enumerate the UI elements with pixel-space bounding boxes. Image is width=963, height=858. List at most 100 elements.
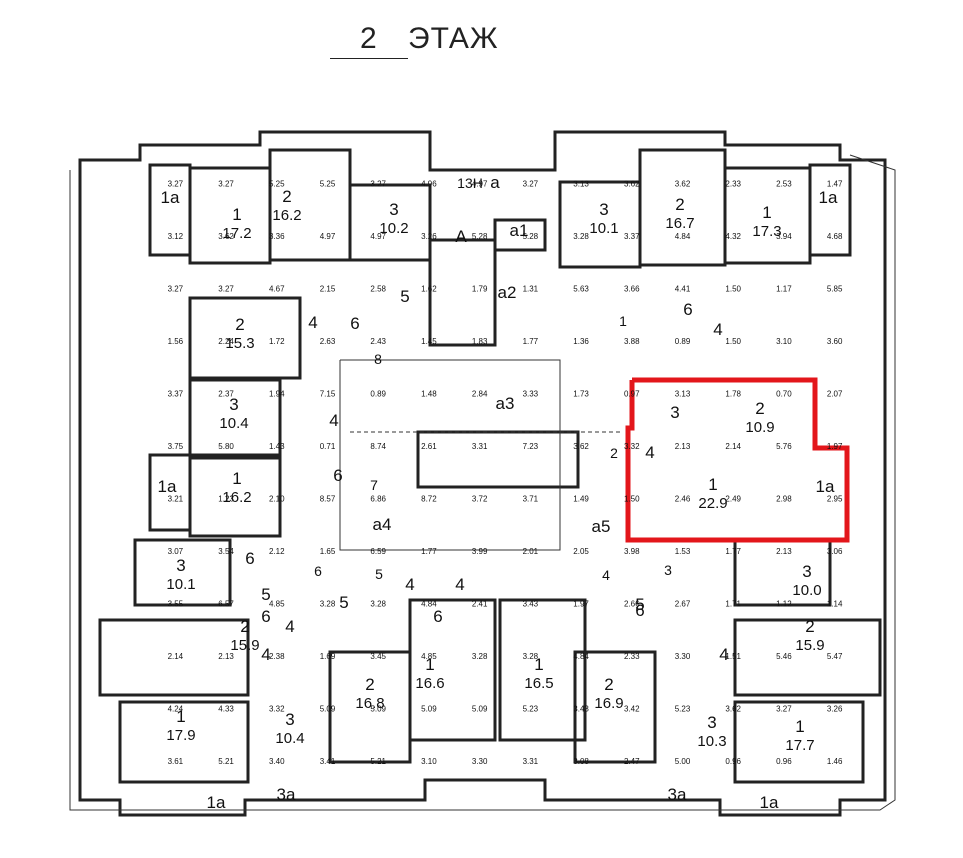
dimension-label: 4.41 [675, 284, 691, 293]
room-number: 6 [683, 300, 692, 319]
dimension-label: 3.45 [370, 652, 386, 661]
dimension-label: 2.61 [421, 442, 437, 451]
dimension-label: 2.47 [624, 757, 640, 766]
dimension-label: 1.56 [168, 337, 184, 346]
dimension-label: 5.76 [776, 442, 792, 451]
dimension-label: 1.77 [523, 337, 539, 346]
dimension-label: 1.79 [472, 284, 488, 293]
room-number: 2 [675, 195, 684, 214]
room-number: 3 [599, 200, 608, 219]
section-label: 7 [370, 477, 378, 493]
dimension-label: 1.50 [725, 284, 741, 293]
dimension-label: 5.21 [370, 757, 386, 766]
dimension-label: 4.97 [370, 232, 386, 241]
room-area: 17.7 [785, 737, 814, 754]
dimension-label: 7.15 [320, 389, 336, 398]
dimension-label: 2.38 [269, 652, 285, 661]
room-number: 4 [455, 575, 464, 594]
room-number: a1 [510, 221, 529, 240]
dimension-label: 2.66 [624, 599, 640, 608]
section-label: 3 [664, 562, 672, 578]
dimension-label: 3.27 [776, 704, 792, 713]
floor-word: ЭТАЖ [408, 22, 499, 55]
room-number: 3 [670, 403, 679, 422]
dimension-label: 3.28 [573, 232, 589, 241]
dimension-label: 5.09 [320, 704, 336, 713]
dimension-label: 3.75 [168, 442, 184, 451]
dimension-label: 3.27 [523, 179, 539, 188]
dimension-label: 3.27 [168, 284, 184, 293]
dimension-label: 4.96 [421, 179, 437, 188]
dimension-label: 1.73 [573, 389, 589, 398]
dimension-label: 1.50 [725, 337, 741, 346]
dimension-label: 3.27 [168, 179, 184, 188]
dimension-label: 4.24 [168, 704, 184, 713]
room-number: 5 [339, 593, 348, 612]
room-number: 3a [277, 785, 296, 804]
dimension-label: 3.41 [320, 757, 336, 766]
dimension-label: 2.13 [218, 652, 234, 661]
dimension-label: 3.62 [218, 232, 234, 241]
room-number: 5 [400, 287, 409, 306]
section-label: 2 [610, 445, 618, 461]
dimension-label: 6.86 [370, 494, 386, 503]
dimension-label: 5.25 [320, 179, 336, 188]
section-label: 1 [619, 313, 627, 329]
dimension-label: 6.57 [218, 599, 234, 608]
dimension-label: 6.59 [370, 547, 386, 556]
highlighted-apartment-outline [625, 377, 850, 543]
dimension-label: 3.31 [523, 757, 539, 766]
dimension-label: 2.49 [725, 494, 741, 503]
dimension-label: 3.21 [168, 494, 184, 503]
dimension-label: 3.31 [472, 442, 488, 451]
room-number: 1 [762, 203, 771, 222]
room-number: 1a [816, 477, 835, 496]
room-number: 2 [240, 617, 249, 636]
dimension-label: 3.62 [624, 179, 640, 188]
room-number: 3 [176, 556, 185, 575]
dimension-label: 0.96 [725, 757, 741, 766]
dimension-label: 3.10 [776, 337, 792, 346]
dimension-label: 3.28 [370, 599, 386, 608]
dimension-label: 3.71 [523, 494, 539, 503]
dimension-label: 1.14 [827, 599, 843, 608]
dimension-label: 7.23 [523, 442, 539, 451]
dimension-label: 4.84 [675, 232, 691, 241]
dimension-label: 4.67 [269, 284, 285, 293]
dimension-label: 3.61 [168, 757, 184, 766]
dimension-label: 0.97 [624, 389, 640, 398]
room-number: a4 [373, 515, 392, 534]
dimension-label: 4.68 [827, 232, 843, 241]
dimension-label: 1.97 [573, 599, 589, 608]
dimension-label: 3.30 [675, 652, 691, 661]
dimension-label: 3.06 [827, 547, 843, 556]
room-area: 10.4 [275, 730, 304, 747]
dimension-label: 1.23 [218, 494, 234, 503]
dimension-label: 0.96 [776, 757, 792, 766]
dimension-label: 3.28 [320, 599, 336, 608]
dimension-label: 1.78 [725, 389, 741, 398]
dimension-label: 2.13 [675, 442, 691, 451]
walls [69, 130, 896, 817]
room-number: 2 [365, 675, 374, 694]
room-number: 3 [707, 713, 716, 732]
dimension-label: 1.17 [776, 284, 792, 293]
room-number: 2 [805, 617, 814, 636]
dimension-label: 5.09 [472, 704, 488, 713]
room-area: 17.2 [222, 225, 251, 242]
dimension-label: 2.14 [168, 652, 184, 661]
room-number: 5 [635, 595, 644, 614]
room-number: 1 [176, 707, 185, 726]
dimension-label: 2.98 [776, 494, 792, 503]
room-number: 4 [308, 313, 317, 332]
dimension-label: 2.15 [320, 284, 336, 293]
dimension-label: 0.89 [675, 337, 691, 346]
room-number: 6 [261, 607, 270, 626]
dimension-label: 2.41 [472, 599, 488, 608]
room-number: 2 [235, 315, 244, 334]
dimension-label: 8.74 [370, 442, 386, 451]
dimension-label: 1.50 [624, 494, 640, 503]
dimension-label: 5.28 [523, 232, 539, 241]
dimension-label: 3.55 [168, 599, 184, 608]
dimension-label: 3.30 [472, 757, 488, 766]
